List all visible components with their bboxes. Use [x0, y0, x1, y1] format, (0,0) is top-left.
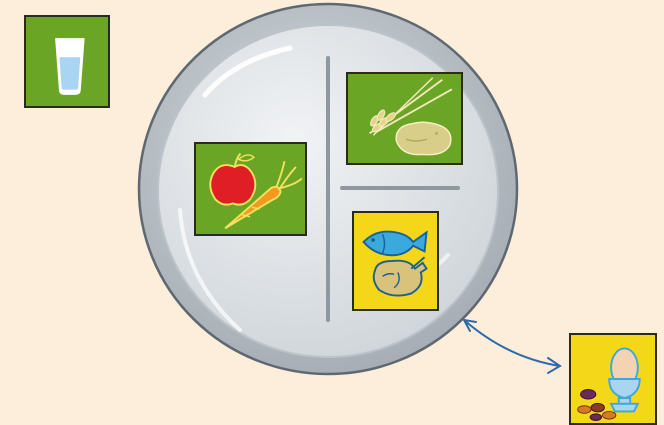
glass-of-water-icon [55, 38, 85, 95]
fruits-vegetables-tile [194, 142, 307, 236]
fish-meat-tile [352, 211, 439, 311]
egg-and-beans-icon [577, 347, 641, 421]
fish-and-chicken-icon [362, 230, 428, 297]
grains-tile [346, 72, 463, 165]
egg-legumes-tile [569, 333, 657, 425]
wheat-and-potato-icon [369, 77, 453, 156]
apple-and-carrot-icon [209, 152, 303, 230]
water-tile [24, 15, 110, 108]
